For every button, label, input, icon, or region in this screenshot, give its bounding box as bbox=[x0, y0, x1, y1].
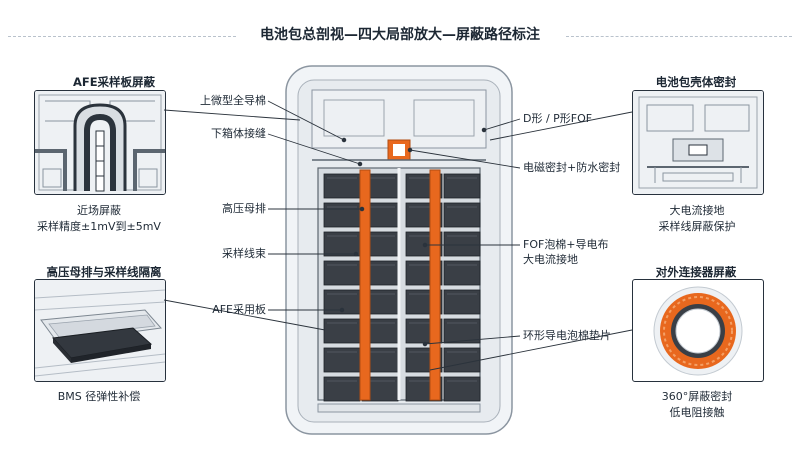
connector-detail-drawing bbox=[653, 286, 743, 376]
cell-array bbox=[323, 173, 481, 402]
leader-right-1 bbox=[409, 149, 521, 169]
callout-right-4: 环形导电泡棉垫片 bbox=[523, 329, 611, 342]
afe-detail-drawing bbox=[35, 91, 165, 194]
callout-right-1: 电磁密封+防水密封 bbox=[523, 161, 621, 174]
callout-left-2: 高压母排 bbox=[222, 202, 266, 215]
leader-right-0 bbox=[483, 118, 521, 131]
top-connector-inner bbox=[393, 144, 405, 156]
battery-cell bbox=[323, 347, 361, 373]
battery-cell bbox=[323, 231, 361, 257]
afe-panel-title: AFE采样板屏蔽 bbox=[72, 75, 156, 89]
leader-left-1 bbox=[267, 133, 361, 165]
housing-detail-drawing bbox=[633, 91, 763, 194]
title-rule-left bbox=[8, 36, 236, 37]
battery-cell bbox=[405, 173, 443, 199]
callout-left-0: 上微型全导棉 bbox=[200, 94, 266, 107]
battery-cell bbox=[323, 260, 361, 286]
top-module-right bbox=[413, 99, 475, 137]
leader-left-0 bbox=[267, 100, 345, 141]
busbar-panel-title: 高压母排与采样线隔离 bbox=[46, 265, 162, 279]
battery-cell bbox=[361, 231, 399, 257]
battery-cell bbox=[405, 347, 443, 373]
battery-cell bbox=[323, 289, 361, 315]
leader-right-3 bbox=[424, 335, 521, 345]
busbar-right bbox=[429, 169, 441, 401]
battery-cell bbox=[361, 173, 399, 199]
callout-left-4: AFE采用板 bbox=[212, 303, 266, 316]
battery-cell bbox=[443, 173, 481, 199]
battery-cell bbox=[323, 318, 361, 344]
callout-right-0: D形 / P形FOF bbox=[523, 112, 593, 125]
callout-left-1: 下箱体接缝 bbox=[211, 127, 266, 140]
busbar-left bbox=[359, 169, 371, 401]
busbar-caption-1: BMS 径弹性补偿 bbox=[57, 390, 141, 403]
connector-caption-2: 低电阻接触 bbox=[669, 406, 725, 419]
page-title: 电池包总剖视—四大局部放大—屏蔽路径标注 bbox=[260, 27, 540, 43]
housing-caption-1: 大电流接地 bbox=[669, 204, 725, 217]
top-compartment bbox=[311, 89, 487, 149]
battery-cell bbox=[323, 173, 361, 199]
battery-cell bbox=[405, 231, 443, 257]
afe-caption-2: 采样精度±1mV到±5mV bbox=[37, 220, 161, 233]
battery-cell bbox=[361, 347, 399, 373]
battery-cell bbox=[443, 289, 481, 315]
housing-panel-title: 电池包壳体密封 bbox=[655, 75, 737, 89]
battery-cell bbox=[405, 289, 443, 315]
pack-inner-wall bbox=[297, 79, 501, 423]
battery-cell bbox=[443, 231, 481, 257]
afe-caption-1: 近场屏蔽 bbox=[77, 204, 121, 217]
battery-cell bbox=[405, 318, 443, 344]
battery-cell bbox=[405, 260, 443, 286]
battery-cell bbox=[443, 318, 481, 344]
battery-cell bbox=[443, 202, 481, 228]
afe-detail-panel bbox=[34, 90, 166, 195]
battery-cell bbox=[443, 347, 481, 373]
top-module-left bbox=[323, 99, 385, 137]
battery-cell bbox=[405, 202, 443, 228]
callout-left-3: 采样线束 bbox=[222, 247, 266, 260]
connector-panel-title: 对外连接器屏蔽 bbox=[655, 265, 737, 279]
battery-cell bbox=[443, 260, 481, 286]
cell-array-frame bbox=[317, 167, 481, 401]
battery-cell bbox=[361, 376, 399, 402]
battery-cell bbox=[323, 376, 361, 402]
pack-housing bbox=[285, 65, 513, 435]
bottom-rail bbox=[317, 403, 481, 413]
busbar-detail-drawing bbox=[35, 280, 165, 381]
battery-cell bbox=[323, 202, 361, 228]
battery-cell bbox=[361, 202, 399, 228]
battery-cell bbox=[361, 260, 399, 286]
callout-right-3: 大电流接地 bbox=[523, 253, 578, 266]
battery-cell bbox=[361, 289, 399, 315]
connector-caption-1: 360°屏蔽密封 bbox=[661, 390, 733, 403]
battery-cell bbox=[443, 376, 481, 402]
callout-right-2: FOF泡棉+导电布 bbox=[523, 238, 609, 251]
battery-cell bbox=[405, 376, 443, 402]
leader-afe-panel bbox=[163, 109, 301, 121]
connector-detail-panel bbox=[632, 279, 764, 382]
battery-cell bbox=[361, 318, 399, 344]
busbar-detail-panel bbox=[34, 279, 166, 382]
housing-caption-2: 采样线屏蔽保护 bbox=[658, 220, 736, 233]
title-rule-right bbox=[566, 36, 792, 37]
top-connector bbox=[387, 139, 411, 161]
housing-detail-panel bbox=[632, 90, 764, 195]
